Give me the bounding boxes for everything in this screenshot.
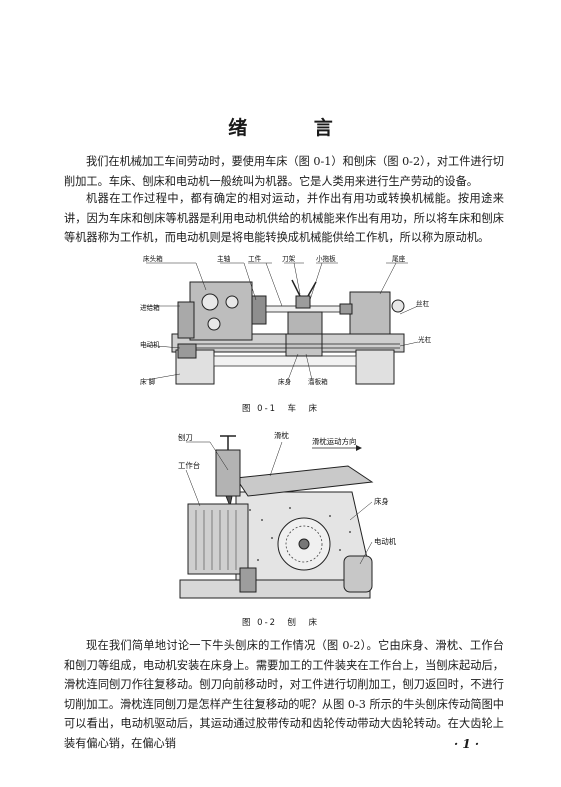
page-number: · 1 · xyxy=(454,737,480,751)
label-planer-tool: 刨刀 xyxy=(178,433,193,442)
figure-shaper-caption: 图 0-2 刨 床 xyxy=(241,618,320,628)
label-lead-screw: 丝杠 xyxy=(416,299,430,308)
lathe-illustration: 床头箱 主轴 工件 刀架 小拖板 尾座 进给箱 丝杠 电动机 光杠 床 脚 床身… xyxy=(140,254,432,386)
label-workpiece: 工件 xyxy=(248,254,262,263)
figure-lathe: 床头箱 主轴 工件 刀架 小拖板 尾座 进给箱 丝杠 电动机 光杠 床 脚 床身… xyxy=(0,250,561,420)
body-paragraph-shaper: 现在我们简单地讨论一下牛头刨床的工作情况（图 0-2）。它由床身、滑枕、工作台和… xyxy=(64,639,504,750)
label-tailstock: 尾座 xyxy=(392,254,406,263)
intro-paragraph-2: 机器在工作过程中，都有确定的相对运动，并作出有用功或转换机械能。按用途来讲，因为… xyxy=(64,192,504,244)
intro-paragraph-1: 我们在机械加工车间劳动时，要使用车床（图 0-1）和刨床（图 0-2），对工件进… xyxy=(64,155,504,188)
label-leg: 床 脚 xyxy=(140,377,156,386)
label-apron: 溜板箱 xyxy=(308,377,328,386)
label-feed-rod: 光杠 xyxy=(418,335,432,344)
label-ram-direction: 滑枕运动方向 xyxy=(312,437,356,446)
page-title: 绪 言 xyxy=(228,117,363,139)
label-bed: 床身 xyxy=(374,497,389,506)
label-worktable: 工作台 xyxy=(178,461,200,470)
label-bed: 床身 xyxy=(278,377,292,386)
label-slide: 小拖板 xyxy=(316,254,336,263)
figure-lathe-caption: 图 0-1 车 床 xyxy=(241,404,320,414)
label-headstock: 床头箱 xyxy=(143,254,163,263)
label-motor: 电动机 xyxy=(374,537,397,546)
label-spindle: 主轴 xyxy=(217,254,231,263)
label-tool-holder: 刀架 xyxy=(282,255,296,263)
label-motor: 电动机 xyxy=(140,340,160,349)
figure-shaper: 刨刀 滑枕 滑枕运动方向 工作台 床身 电动机 图 0-2 刨 床 xyxy=(0,420,561,630)
label-ram: 滑枕 xyxy=(274,431,289,440)
shaper-illustration: 刨刀 滑枕 滑枕运动方向 工作台 床身 电动机 xyxy=(178,431,397,599)
label-feed-box: 进给箱 xyxy=(140,303,160,312)
